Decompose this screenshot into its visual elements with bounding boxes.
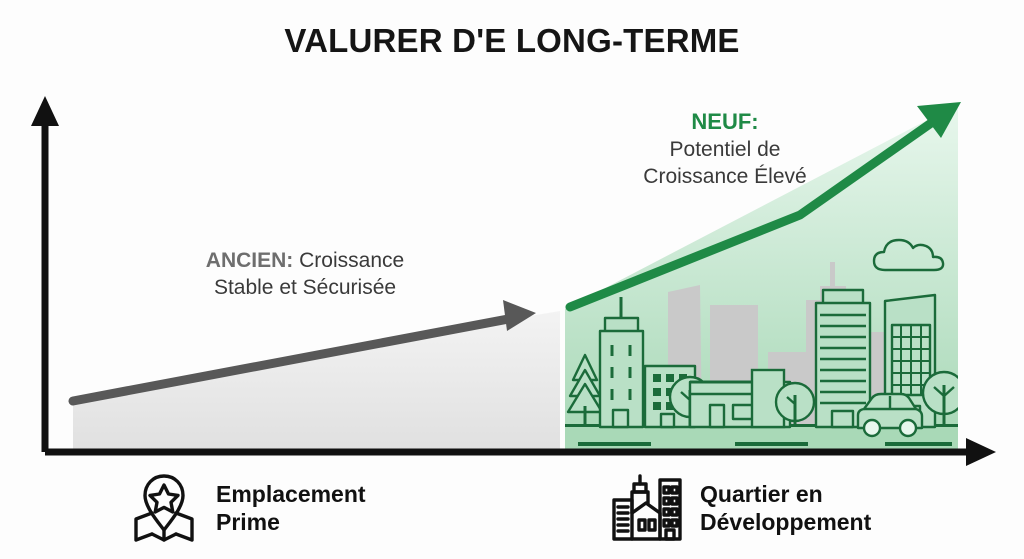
annotation-neuf-lead: NEUF: bbox=[691, 109, 759, 134]
footer-item-quartier-developpement: Quartier en Développement bbox=[608, 470, 871, 546]
chart-axes bbox=[31, 96, 996, 466]
map-pin-star-icon bbox=[128, 470, 200, 546]
footer-label-quartier-developpement: Quartier en Développement bbox=[700, 480, 872, 535]
page-title: VALURER D'E LONG-TERME bbox=[284, 22, 740, 59]
striped-skyscraper bbox=[814, 288, 872, 429]
annotation-neuf-line2: Potentiel de bbox=[669, 137, 781, 161]
annotation-ancien-rest: Croissance bbox=[293, 249, 405, 272]
city-buildings-icon bbox=[608, 470, 684, 546]
cityscape-group bbox=[565, 238, 958, 452]
annotation-ancien: ANCIEN: Croissance Stable et Sécurisée bbox=[150, 248, 460, 302]
new-trend-arrow bbox=[565, 102, 961, 312]
round-tree-icon-3 bbox=[921, 370, 958, 427]
round-tree-icon-2 bbox=[774, 381, 816, 427]
annotation-neuf-line3: Croissance Élevé bbox=[643, 164, 807, 188]
old-trend-arrow bbox=[68, 300, 536, 406]
cloud-icon bbox=[872, 238, 945, 272]
old-region-area bbox=[73, 311, 560, 452]
annotation-ancien-lead: ANCIEN: bbox=[205, 249, 294, 272]
footer-item-emplacement-prime: Emplacement Prime bbox=[128, 470, 366, 546]
annotation-ancien-line2: Stable et Sécurisée bbox=[213, 275, 397, 299]
footer-label-emplacement-prime: Emplacement Prime bbox=[216, 480, 366, 535]
tower-with-antenna bbox=[598, 297, 645, 429]
car-icon bbox=[856, 392, 924, 438]
annotation-neuf: NEUF: Potentiel de Croissance Élevé bbox=[585, 108, 865, 191]
pine-tree-icon bbox=[566, 353, 604, 427]
